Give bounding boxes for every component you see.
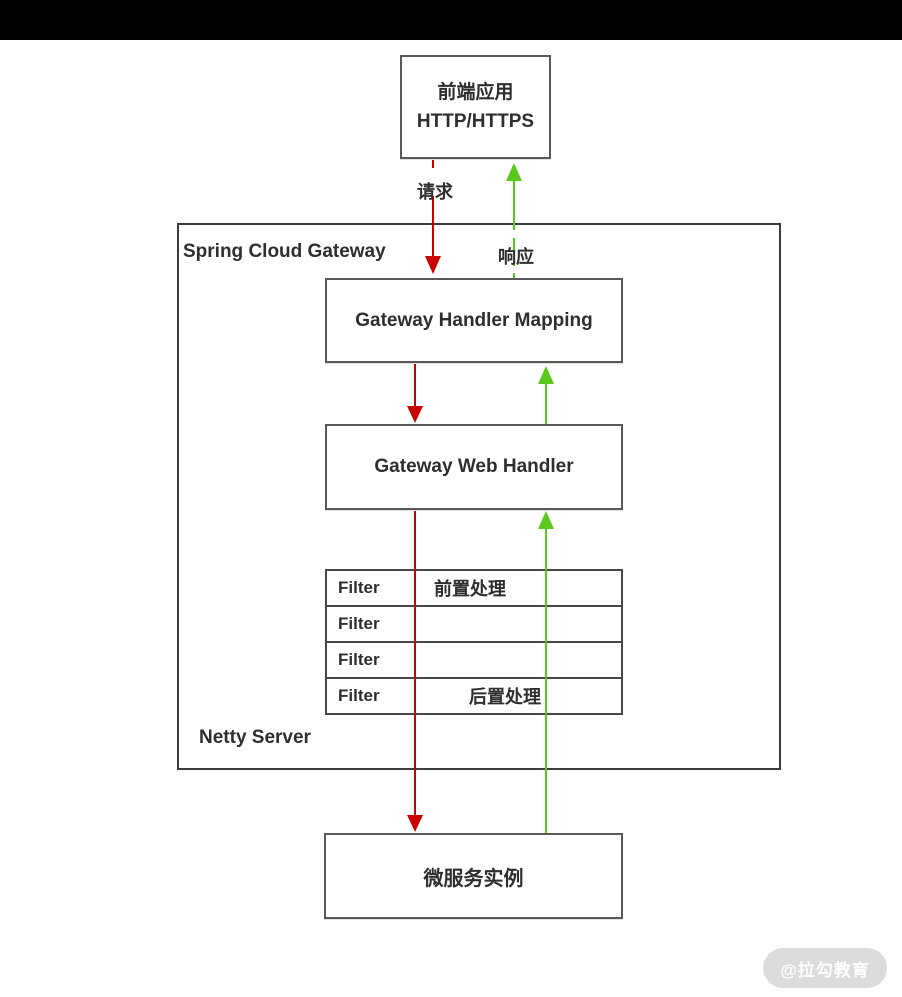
filter-pre-note: 前置处理 [434,579,506,599]
filter-label: Filter [338,578,380,597]
filter-row: Filter 后置处理 [327,677,621,713]
frontend-app-box: 前端应用 HTTP/HTTPS [400,55,551,159]
gateway-handler-mapping-label: Gateway Handler Mapping [355,309,593,331]
top-black-bar [0,0,902,40]
filter-table: Filter 前置处理 Filter Filter Filter 后置处理 [325,569,623,715]
filter-row: Filter [327,641,621,677]
gateway-container-title: Spring Cloud Gateway [183,241,386,262]
frontend-app-line1: 前端应用 [437,82,514,103]
filter-row: Filter [327,605,621,641]
gateway-web-handler-label: Gateway Web Handler [374,456,574,477]
filter-row: Filter 前置处理 [327,571,621,605]
watermark-text: @拉勾教育 [780,960,870,980]
netty-server-label: Netty Server [199,727,311,748]
gateway-handler-mapping-box: Gateway Handler Mapping [325,278,623,363]
filter-post-note: 后置处理 [469,687,541,707]
filter-label: Filter [338,650,380,669]
frontend-app-line2: HTTP/HTTPS [416,111,535,132]
gateway-container-box [177,223,781,770]
request-arrowhead-icon [407,815,423,832]
response-arrowhead-icon [506,163,522,181]
frontend-app-text: 前端应用 HTTP/HTTPS [417,78,534,136]
microservice-instance-label: 微服务实例 [423,867,524,890]
gateway-web-handler-box: Gateway Web Handler [325,424,623,510]
response-label: 响应 [498,247,534,267]
request-label: 请求 [417,182,453,202]
watermark-badge: @拉勾教育 [763,948,887,988]
filter-label: Filter [338,686,380,705]
filter-label: Filter [338,614,380,633]
microservice-instance-box: 微服务实例 [324,833,623,919]
